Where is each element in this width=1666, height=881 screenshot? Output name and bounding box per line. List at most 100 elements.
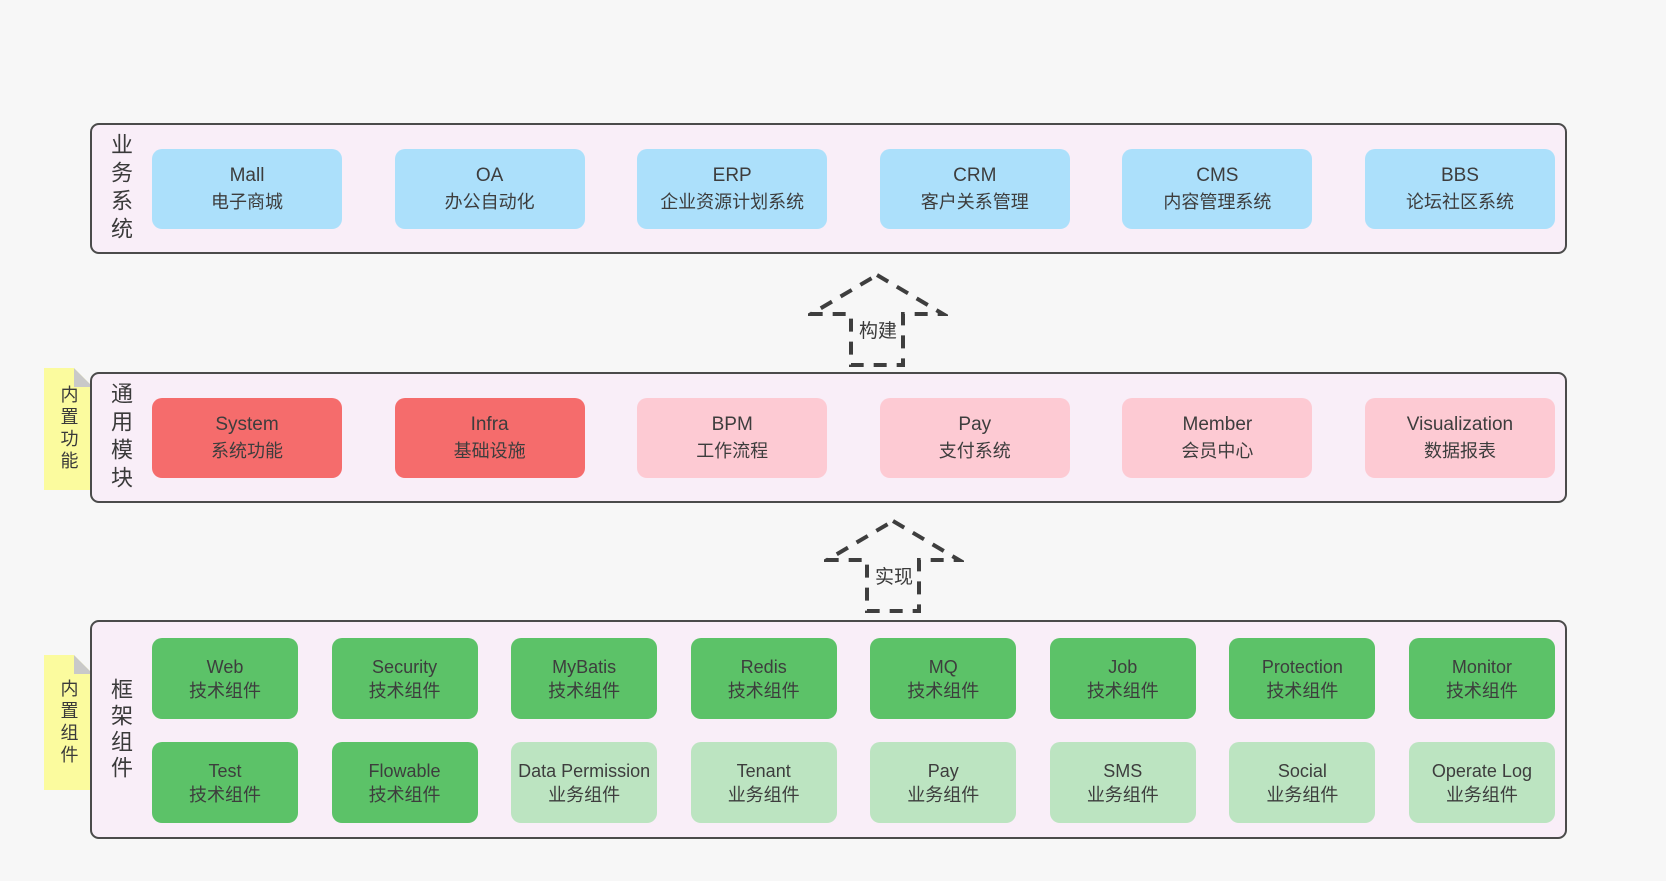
box-title: Mall (229, 165, 265, 186)
box-subtitle: 技术组件 (368, 784, 441, 805)
box-title: BPM (711, 414, 753, 435)
box-operate-log: Operate Log 业务组件 (1408, 742, 1555, 823)
box-subtitle: 内容管理系统 (1163, 192, 1272, 212)
box-cms: CMS 内容管理系统 (1122, 149, 1313, 229)
box-social: Social 业务组件 (1229, 742, 1376, 823)
box-subtitle: 办公自动化 (444, 192, 535, 212)
up-arrow-icon (808, 272, 948, 367)
box-subtitle: 技术组件 (1086, 680, 1159, 701)
arrow-label: 实现 (874, 567, 913, 588)
box-title: Data Permission (518, 760, 651, 781)
box-title: BBS (1440, 165, 1479, 186)
section-common-modules: 通用模块 System 系统功能 Infra 基础设施 BPM 工作流程 Pay… (90, 372, 1567, 503)
box-flowable: Flowable 技术组件 (331, 742, 478, 823)
build-arrow: 构建 (808, 272, 948, 368)
box-subtitle: 客户关系管理 (920, 192, 1029, 212)
box-bbs: BBS 论坛社区系统 (1364, 149, 1555, 229)
box-title: Pay (958, 414, 992, 435)
section-label: 框架组件 (108, 677, 133, 782)
box-subtitle: 技术组件 (189, 680, 261, 701)
box-title: SMS (1103, 760, 1143, 781)
box-oa: OA 办公自动化 (394, 149, 585, 229)
implement-arrow: 实现 (824, 518, 964, 614)
box-title: MyBatis (552, 656, 617, 677)
box-subtitle: 业务组件 (1445, 784, 1518, 805)
box-subtitle: 系统功能 (211, 441, 283, 461)
box-subtitle: 技术组件 (727, 680, 800, 701)
box-subtitle: 技术组件 (189, 784, 261, 805)
box-redis: Redis 技术组件 (690, 638, 837, 719)
box-subtitle: 技术组件 (1445, 680, 1518, 701)
box-subtitle: 工作流程 (696, 441, 769, 461)
sticky-note-builtin-components: 内置组件 (44, 655, 93, 790)
box-visualization: Visualization 数据报表 (1364, 398, 1555, 478)
box-title: CMS (1196, 165, 1239, 186)
box-monitor: Monitor 技术组件 (1408, 638, 1555, 719)
box-subtitle: 技术组件 (368, 680, 441, 701)
box-title: Social (1277, 760, 1327, 781)
up-arrow-icon (824, 518, 964, 613)
section-label: 业务系统 (108, 132, 133, 245)
box-system: System 系统功能 (152, 398, 342, 478)
sticky-note-label: 内置功能 (58, 385, 79, 473)
box-title: OA (475, 165, 504, 186)
box-subtitle: 论坛社区系统 (1405, 192, 1514, 212)
box-title: Redis (740, 656, 787, 677)
box-subtitle: 业务组件 (1266, 784, 1339, 805)
box-pay-component: Pay 业务组件 (870, 742, 1017, 823)
box-subtitle: 技术组件 (907, 680, 980, 701)
box-title: Infra (470, 414, 509, 435)
box-title: System (215, 414, 279, 435)
section-framework-components: 框架组件 Web 技术组件 Security 技术组件 MyBatis 技术组件… (90, 620, 1567, 839)
box-crm: CRM 客户关系管理 (879, 149, 1070, 229)
box-subtitle: 支付系统 (938, 441, 1011, 461)
box-pay: Pay 支付系统 (879, 398, 1070, 478)
box-subtitle: 业务组件 (907, 784, 980, 805)
box-title: Operate Log (1431, 760, 1532, 781)
box-subtitle: 技术组件 (1266, 680, 1339, 701)
box-member: Member 会员中心 (1122, 398, 1313, 478)
box-erp: ERP 企业资源计划系统 (637, 149, 828, 229)
arrow-label: 构建 (858, 321, 897, 342)
box-subtitle: 业务组件 (548, 784, 621, 805)
box-title: Visualization (1406, 414, 1514, 435)
box-title: Security (372, 656, 438, 677)
box-sms: SMS 业务组件 (1049, 742, 1196, 823)
box-test: Test 技术组件 (152, 742, 298, 823)
box-row: System 系统功能 Infra 基础设施 BPM 工作流程 Pay 支付系统… (152, 398, 1555, 478)
box-mall: Mall 电子商城 (152, 149, 342, 229)
box-subtitle: 业务组件 (1086, 784, 1159, 805)
box-title: Web (206, 656, 244, 677)
box-subtitle: 电子商城 (211, 192, 283, 212)
box-subtitle: 企业资源计划系统 (660, 192, 805, 212)
section-label: 通用模块 (108, 381, 133, 494)
box-title: Flowable (368, 760, 441, 781)
box-subtitle: 会员中心 (1181, 441, 1254, 461)
box-grid: Web 技术组件 Security 技术组件 MyBatis 技术组件 Redi… (152, 638, 1555, 823)
box-title: Pay (927, 760, 959, 781)
box-mq: MQ 技术组件 (870, 638, 1017, 719)
box-title: MQ (928, 656, 958, 677)
box-job: Job 技术组件 (1049, 638, 1196, 719)
box-subtitle: 数据报表 (1423, 441, 1496, 461)
box-row: Mall 电子商城 OA 办公自动化 ERP 企业资源计划系统 CRM 客户关系… (152, 149, 1555, 229)
box-title: Tenant (736, 760, 791, 781)
box-subtitle: 业务组件 (727, 784, 800, 805)
box-title: Test (208, 760, 242, 781)
box-subtitle: 基础设施 (453, 441, 526, 461)
box-title: CRM (953, 165, 997, 186)
section-business-systems: 业务系统 Mall 电子商城 OA 办公自动化 ERP 企业资源计划系统 CRM… (90, 123, 1567, 254)
box-infra: Infra 基础设施 (394, 398, 585, 478)
sticky-note-label: 内置组件 (58, 678, 79, 767)
box-subtitle: 技术组件 (548, 680, 621, 701)
box-mybatis: MyBatis 技术组件 (511, 638, 658, 719)
box-title: ERP (712, 165, 752, 186)
box-security: Security 技术组件 (331, 638, 478, 719)
box-title: Protection (1261, 656, 1343, 677)
box-bpm: BPM 工作流程 (637, 398, 828, 478)
box-title: Member (1182, 414, 1253, 435)
box-title: Job (1108, 656, 1138, 677)
box-title: Monitor (1451, 656, 1512, 677)
box-protection: Protection 技术组件 (1229, 638, 1376, 719)
